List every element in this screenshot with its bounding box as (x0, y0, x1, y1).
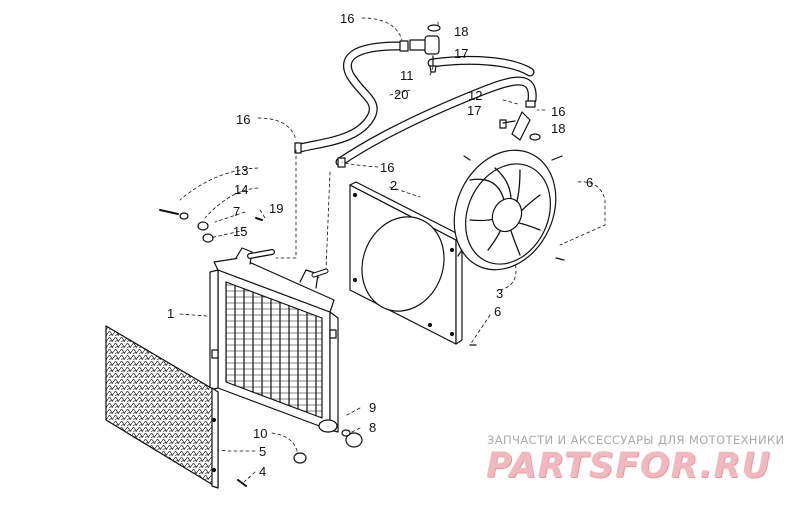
upper-hose (295, 41, 403, 153)
radiator (209, 247, 339, 433)
callout-5: 5 (259, 444, 266, 459)
mounting-hardware (159, 209, 363, 487)
callout-10: 10 (253, 426, 267, 441)
cooling-fan (453, 149, 565, 271)
callout-14: 14 (234, 182, 248, 197)
lower-hose (335, 55, 537, 167)
callout-7: 7 (233, 204, 240, 219)
hose-clamp (399, 40, 409, 52)
callout-11: 11 (400, 68, 414, 83)
callout-3: 3 (496, 286, 503, 301)
hose-clamp (294, 142, 302, 154)
callout-2: 2 (390, 178, 397, 193)
callout-labels: 16 18 17 11 20 12 16 17 18 16 16 13 14 7… (167, 11, 593, 479)
callout-9: 9 (369, 400, 376, 415)
leader-lines (179, 17, 606, 483)
callout-16: 16 (236, 112, 250, 127)
callout-12: 12 (468, 88, 482, 103)
callout-6: 6 (586, 175, 593, 190)
callout-19: 19 (269, 201, 283, 216)
radiator-screen (105, 325, 219, 489)
hose-clamp (525, 100, 536, 108)
callout-16: 16 (340, 11, 354, 26)
callout-16: 16 (380, 160, 394, 175)
callout-4: 4 (259, 464, 266, 479)
callout-15: 15 (233, 224, 247, 239)
callout-13: 13 (234, 163, 248, 178)
upper-fitting (409, 24, 441, 73)
hose-clamp (337, 157, 346, 168)
right-fitting (499, 111, 541, 141)
callout-17: 17 (467, 103, 481, 118)
watermark-tagline: ЗАПЧАСТИ И АКСЕССУАРЫ ДЛЯ МОТОТЕХНИКИ (487, 433, 785, 447)
callout-20: 20 (394, 87, 408, 102)
callout-1: 1 (167, 306, 174, 321)
callout-16: 16 (551, 104, 565, 119)
callout-8: 8 (369, 420, 376, 435)
callout-18: 18 (551, 121, 565, 136)
callout-18: 18 (454, 24, 468, 39)
callout-6: 6 (494, 304, 501, 319)
fan-shroud (349, 181, 477, 346)
watermark-logo: PARTSFOR.RU (486, 446, 771, 486)
callout-17: 17 (454, 46, 468, 61)
